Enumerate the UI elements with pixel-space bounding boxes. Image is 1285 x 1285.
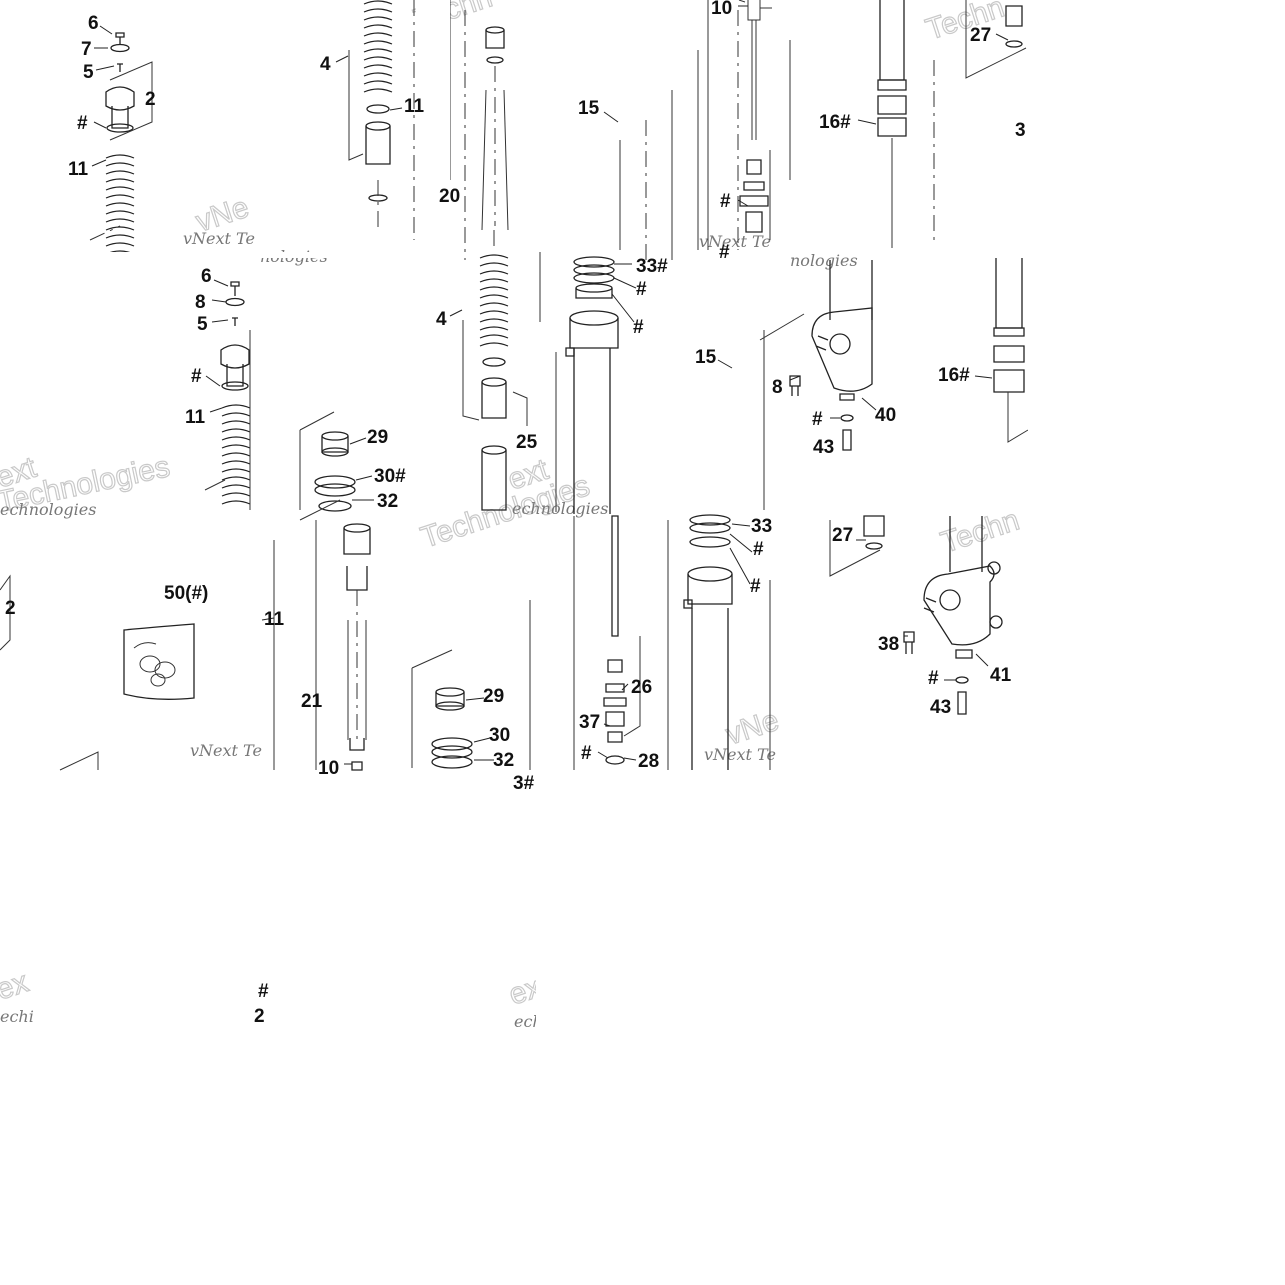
callout-2: 2 (5, 598, 16, 619)
callout-3: 3# (513, 773, 535, 794)
callout-26: 26 (631, 677, 652, 698)
sticker-50 (123, 623, 195, 700)
callout-25: 25 (516, 432, 538, 453)
callout-32: 32 (377, 491, 398, 512)
watermark-vnext-text: echi (0, 1007, 34, 1026)
callout-11: 11 (68, 159, 89, 180)
watermark-technologies: Techn (922, 0, 1008, 47)
spring-column-mid (462, 230, 528, 511)
callout-6: 6 (201, 266, 212, 287)
callout-43: 43 (813, 437, 834, 458)
cap-assembly-top (89, 32, 153, 255)
callout-40: 40 (875, 405, 896, 426)
callout-27: 27 (970, 25, 991, 46)
callout-8: 8 (772, 377, 783, 398)
callout-50: 50(#) (164, 583, 208, 604)
watermark-vnext-text: vNext Te (699, 232, 771, 251)
callout-32: 32 (493, 750, 514, 771)
fork-foot-lower (829, 515, 1003, 715)
callout-29: 29 (367, 427, 388, 448)
callout-hash: # (636, 279, 647, 300)
watermark-vnext-text: vNext Te (190, 741, 262, 760)
callout-16: 16# (938, 365, 970, 386)
damper-rod-top (449, 0, 509, 260)
callout-3: 3 (1015, 120, 1026, 141)
callout-11: 11 (404, 96, 425, 117)
callout-33: 33 (751, 516, 772, 537)
callout-20: 20 (439, 186, 460, 207)
callout-21: 21 (301, 691, 323, 712)
damper-cartridge-lower (573, 515, 669, 770)
callout-hash: # (750, 576, 761, 597)
cap-assembly-mid (204, 281, 251, 510)
watermark-vnext-text: echnologies (0, 500, 96, 519)
outer-fork-tube-lower (683, 514, 771, 770)
callout-15: 15 (578, 98, 600, 119)
callout-hash: # (928, 668, 939, 689)
callout-11: 11 (185, 407, 206, 428)
callout-37: 37 (579, 712, 600, 733)
callout-hash: # (719, 242, 730, 263)
seal-stack-lower (411, 600, 531, 770)
fork-foot-mid (759, 260, 873, 510)
callout-hash: # (77, 113, 88, 134)
callout-27: 27 (832, 525, 853, 546)
watermark-vnext-text: nologies (790, 251, 858, 270)
callout-30: 30 (489, 725, 510, 746)
callout-4: 4 (436, 309, 447, 330)
watermark-vnext-text: vNext Te (704, 745, 776, 764)
callout-43: 43 (930, 697, 951, 718)
callout-hash: # (720, 191, 731, 212)
callout-33: 33# (636, 256, 668, 277)
callout-41: 41 (990, 665, 1012, 686)
callout-16: 16# (819, 112, 851, 133)
callout-38: 38 (878, 634, 899, 655)
seal-stack-mid (299, 411, 356, 512)
callout-4: 4 (320, 54, 331, 75)
spring (105, 154, 135, 255)
callout-10: 10 (711, 0, 732, 19)
callout-2: 2 (145, 89, 156, 110)
callout-10: 10 (318, 758, 339, 779)
callout-7: 7 (81, 39, 92, 60)
damper-rod-mid (59, 499, 371, 771)
callout-29: 29 (483, 686, 504, 707)
callout-15: 15 (695, 347, 717, 368)
callout-2: 2 (254, 1006, 265, 1027)
callout-hash: # (581, 743, 592, 764)
outer-fork-tube-mid (539, 252, 619, 514)
callout-labels: 6 7 5 2 # 11 4 11 20 15 10 # # 27 16# 3 … (5, 0, 1026, 1027)
fork-leg-mid-right (993, 258, 1029, 443)
callout-11: 11 (264, 609, 285, 630)
callout-5: 5 (83, 62, 94, 83)
callout-hash: # (812, 409, 823, 430)
tile-left-edge (0, 574, 11, 651)
leader-lines (91, 5, 1009, 765)
callout-hash: # (191, 366, 202, 387)
callout-5: 5 (197, 314, 208, 335)
watermark-vnext-text: vNext Te (183, 229, 255, 248)
callout-hash: # (258, 981, 269, 1002)
watermark-layer: Techn Techn Technologies Techn vNe vNe e… (0, 0, 1024, 1031)
callout-hash: # (633, 317, 644, 338)
callout-28: 28 (638, 751, 659, 772)
callout-8: 8 (195, 292, 206, 313)
callout-hash: # (753, 539, 764, 560)
watermark-vnext-text: echnologies (512, 499, 608, 518)
callout-6: 6 (88, 13, 99, 34)
spring-column-top (348, 0, 415, 240)
fork-leg-top-right (877, 0, 1027, 248)
callout-30: 30# (374, 466, 406, 487)
fork-tube-top (619, 0, 791, 260)
